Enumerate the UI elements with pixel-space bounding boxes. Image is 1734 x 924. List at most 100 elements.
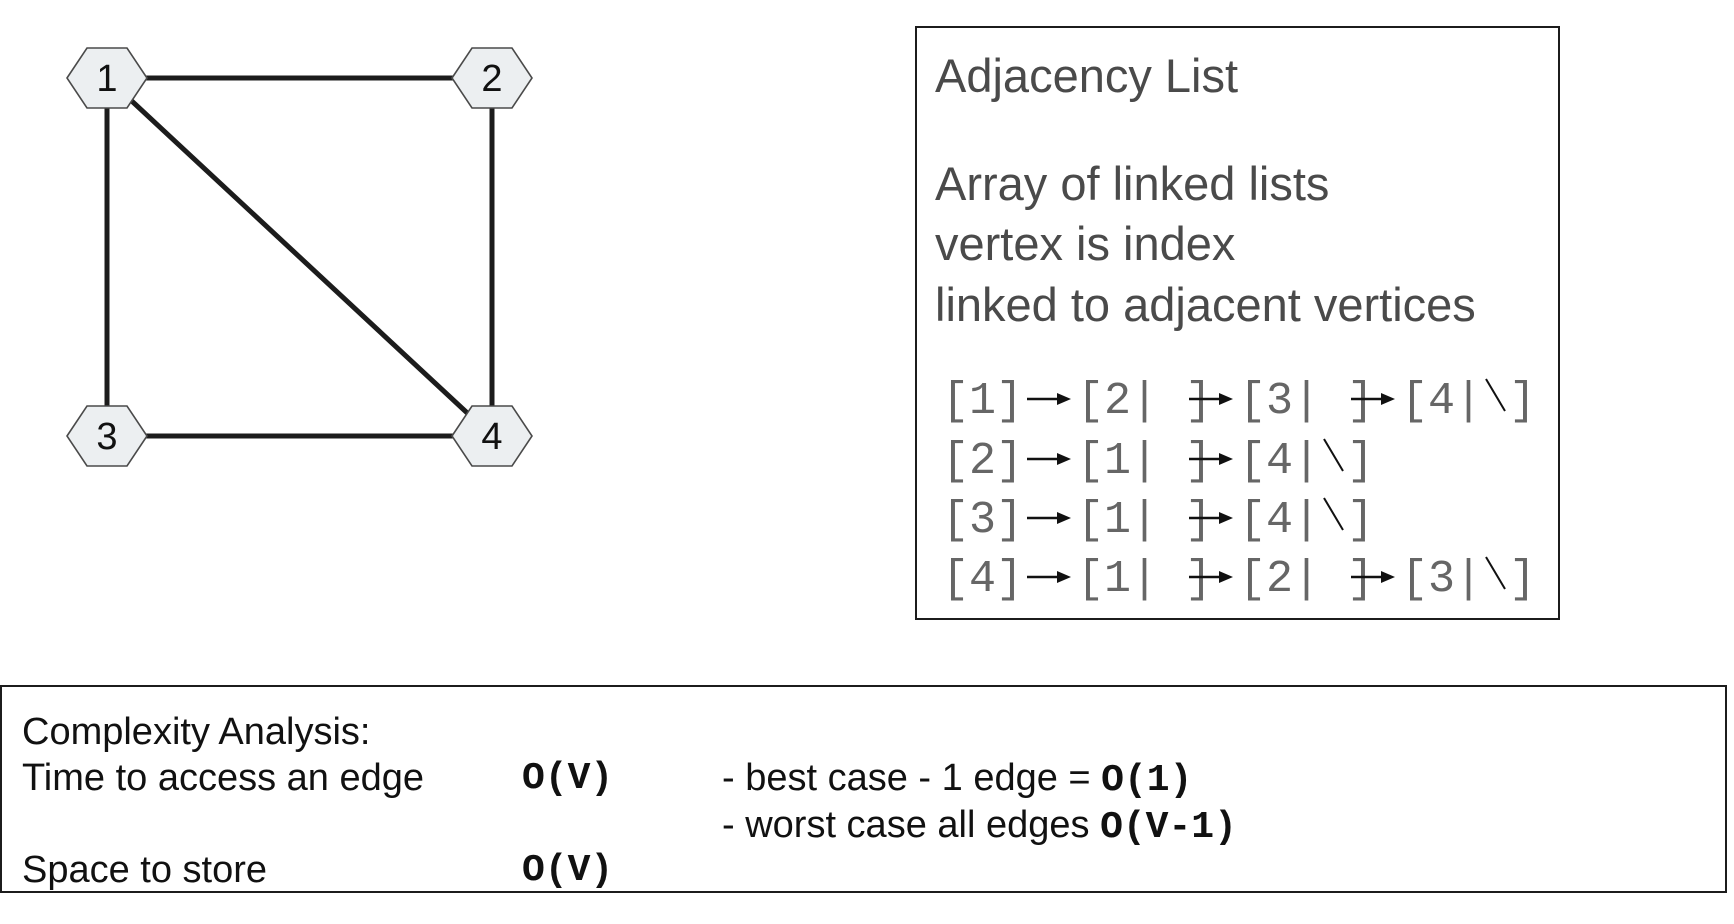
description-line: vertex is index [935,217,1236,270]
time-value: O(V) [522,757,614,800]
worst-case-value: O(V-1) [1100,806,1237,849]
vertex-hexagon [66,47,148,109]
list-bracket: [ [942,436,969,487]
list-bracket: ] [1347,436,1374,487]
adjacency-list-panel: Adjacency List Array of linked lists ver… [915,26,1560,620]
vertex-1: 1 [66,47,148,109]
best-case-value: O(1) [1101,759,1193,802]
pointer-arrow [1189,393,1233,405]
list-index: 1 [969,376,996,427]
pointer-arrow [1027,453,1071,465]
list-bracket: [ [1401,554,1428,605]
complexity-heading: Complexity Analysis: [22,711,371,753]
list-node-value: 4 [1266,495,1293,546]
list-bracket: ] [996,436,1023,487]
list-bracket: [ [942,376,969,427]
list-index: 2 [969,436,996,487]
list-bracket: [ [942,554,969,605]
best-case-text: - best case - 1 edge = [722,757,1102,799]
null-pointer [1323,497,1344,531]
null-pointer [1485,556,1506,590]
list-node-value: 4 [1428,376,1455,427]
list-bracket: ] [1509,376,1536,427]
list-node-value: 1 [1104,436,1131,487]
space-value: O(V) [522,849,614,892]
pointer-arrow [1027,512,1071,524]
list-separator: | [1131,554,1158,605]
list-separator: | [1455,376,1482,427]
vertex-hexagon [451,47,533,109]
vertex-label: 1 [96,58,117,100]
list-separator: | [1131,436,1158,487]
edge-1-4 [104,75,495,439]
complexity-analysis-panel: Complexity Analysis: Time to access an e… [0,685,1727,893]
list-bracket: ] [1185,554,1212,605]
vertex-hexagon [451,405,533,467]
vertex-4: 4 [451,405,533,467]
list-separator: | [1293,554,1320,605]
list-bracket: ] [996,495,1023,546]
vertex-hexagon [66,405,148,467]
graph-nodes: 1 2 3 4 [66,47,533,467]
vertex-label: 3 [96,416,117,458]
list-node-value: 1 [1104,554,1131,605]
best-case-note: - best case - 1 edge = O(1) [722,757,1192,802]
list-bracket: [ [1239,376,1266,427]
list-bracket: ] [1185,436,1212,487]
list-separator: | [1455,554,1482,605]
list-node-value: 2 [1266,554,1293,605]
list-node-value: 3 [1266,376,1293,427]
pointer-arrow [1189,453,1233,465]
list-index: 4 [969,554,996,605]
list-bracket: ] [1347,376,1374,427]
list-bracket: ] [1509,554,1536,605]
list-bracket: [ [1077,436,1104,487]
list-bracket: ] [1185,495,1212,546]
vertex-label: 4 [481,416,502,458]
list-node-value: 3 [1428,554,1455,605]
space-label: Space to store [22,849,268,891]
graph-diagram: 1 2 3 4 [66,47,533,467]
list-index: 3 [969,495,996,546]
list-separator: | [1131,495,1158,546]
list-bracket: [ [1077,376,1104,427]
list-bracket: [ [1077,554,1104,605]
list-bracket: [ [1077,495,1104,546]
pointer-arrow [1027,393,1071,405]
list-bracket: ] [1347,495,1374,546]
vertex-2: 2 [451,47,533,109]
time-label: Time to access an edge [22,757,425,799]
graph-edges [104,75,495,439]
list-bracket: [ [942,495,969,546]
vertex-label: 2 [481,58,502,100]
list-node-value: 4 [1266,436,1293,487]
null-pointer [1323,438,1344,472]
list-bracket: [ [1239,554,1266,605]
list-bracket: ] [1185,376,1212,427]
list-separator: | [1293,495,1320,546]
list-node-value: 2 [1104,376,1131,427]
pointer-arrow [1189,571,1233,583]
list-bracket: [ [1401,376,1428,427]
pointer-arrow [1189,512,1233,524]
pointer-arrow [1027,571,1071,583]
description-line: Array of linked lists [935,157,1330,210]
list-node-value: 1 [1104,495,1131,546]
null-pointer [1485,378,1506,412]
pointer-arrow [1351,393,1395,405]
list-separator: | [1293,376,1320,427]
list-separator: | [1131,376,1158,427]
list-bracket: [ [1239,495,1266,546]
pointer-arrow [1351,571,1395,583]
adjacency-list-title: Adjacency List [935,49,1239,102]
worst-case-note: - worst case all edges O(V-1) [722,804,1237,849]
list-bracket: ] [996,376,1023,427]
list-bracket: [ [1239,436,1266,487]
vertex-3: 3 [66,405,148,467]
list-separator: | [1293,436,1320,487]
worst-case-text: - worst case all edges [722,804,1101,846]
description-line: linked to adjacent vertices [935,278,1476,331]
list-bracket: ] [1347,554,1374,605]
linked-list-rows: [1][2|][3|][4|][2][1|][4|][3][1|][4|][4]… [942,376,1536,605]
list-bracket: ] [996,554,1023,605]
